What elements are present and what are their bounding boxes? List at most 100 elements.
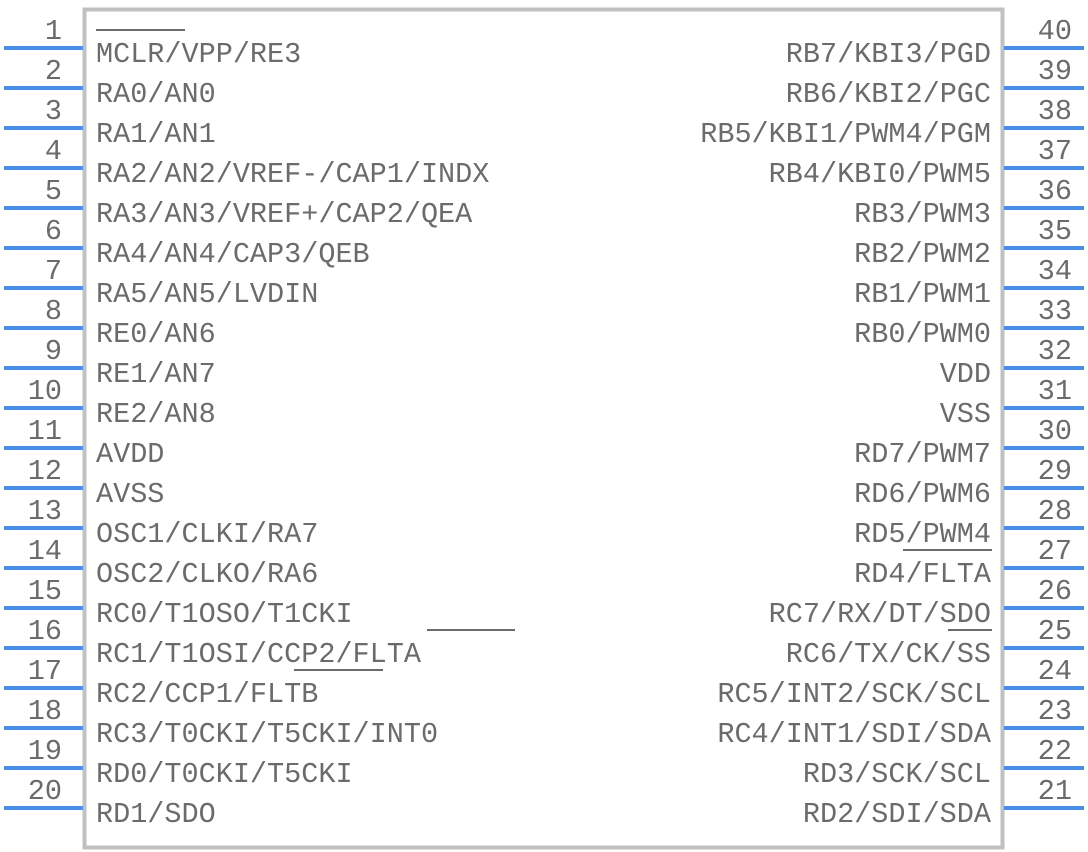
pin-number: 29: [1038, 455, 1072, 488]
pin-name: RB2/PWM2: [854, 238, 991, 271]
pin-name: RA3/AN3/VREF+/CAP2/QEA: [96, 198, 473, 231]
pin-name: RA4/AN4/CAP3/QEB: [96, 238, 370, 271]
pin-name: RB5/KBI1/PWM4/PGM: [700, 118, 991, 151]
pin-name: RB4/KBI0/PWM5: [769, 158, 991, 191]
pin-number: 22: [1038, 735, 1072, 768]
pin-name: RD7/PWM7: [854, 438, 991, 471]
pin-number: 1: [45, 15, 62, 48]
pin-name: RD0/T0CKI/T5CKI: [96, 758, 353, 791]
pin-name: RA1/AN1: [96, 118, 216, 151]
pin-name: MCLR/VPP/RE3: [96, 38, 301, 71]
pin-number: 13: [28, 495, 62, 528]
pin-name: OSC1/CLKI/RA7: [96, 518, 318, 551]
pin-number: 37: [1038, 135, 1072, 168]
pin-number: 36: [1038, 175, 1072, 208]
pin-name: RC7/RX/DT/SDO: [769, 598, 991, 631]
pin-number: 39: [1038, 55, 1072, 88]
pin-number: 33: [1038, 295, 1072, 328]
overline-marks: [96, 29, 992, 671]
pin-number: 5: [45, 175, 62, 208]
pin-name: RE2/AN8: [96, 398, 216, 431]
pin-number: 24: [1038, 655, 1072, 688]
pin-number: 14: [28, 535, 62, 568]
pin-name: RA2/AN2/VREF-/CAP1/INDX: [96, 158, 489, 191]
pin-number: 15: [28, 575, 62, 608]
pin-number: 20: [28, 775, 62, 808]
pin-number: 23: [1038, 695, 1072, 728]
pin-name: RB7/KBI3/PGD: [786, 38, 991, 71]
pin-name: RC1/T1OSI/CCP2/FLTA: [96, 638, 422, 671]
pin-name: RC4/INT1/SDI/SDA: [717, 718, 992, 751]
pin-name: RC0/T1OSO/T1CKI: [96, 598, 353, 631]
right-pins: 40RB7/KBI3/PGD39RB6/KBI2/PGC38RB5/KBI1/P…: [700, 15, 1084, 831]
pin-name: RA0/AN0: [96, 78, 216, 111]
pin-name: OSC2/CLKO/RA6: [96, 558, 318, 591]
pin-name: RB6/KBI2/PGC: [786, 78, 991, 111]
pin-number: 2: [45, 55, 62, 88]
pin-name: RD2/SDI/SDA: [803, 798, 992, 831]
left-pins: 1MCLR/VPP/RE32RA0/AN03RA1/AN14RA2/AN2/VR…: [4, 15, 489, 831]
pin-name: RC3/T0CKI/T5CKI/INT0: [96, 718, 438, 751]
pin-name: RD1/SDO: [96, 798, 216, 831]
pin-number: 17: [28, 655, 62, 688]
pin-number: 19: [28, 735, 62, 768]
pin-number: 11: [28, 415, 62, 448]
pin-name: RD6/PWM6: [854, 478, 991, 511]
pin-name: RC2/CCP1/FLTB: [96, 678, 318, 711]
pin-number: 7: [45, 255, 62, 288]
pin-number: 35: [1038, 215, 1072, 248]
pin-name: RB1/PWM1: [854, 278, 991, 311]
pin-number: 30: [1038, 415, 1072, 448]
pin-number: 25: [1038, 615, 1072, 648]
pin-number: 4: [45, 135, 62, 168]
pin-name: RE0/AN6: [96, 318, 216, 351]
pin-name: RD5/PWM4: [854, 518, 991, 551]
pin-name: RD3/SCK/SCL: [803, 758, 991, 791]
pin-number: 26: [1038, 575, 1072, 608]
pin-name: VDD: [940, 358, 991, 391]
pin-name: RE1/AN7: [96, 358, 216, 391]
pin-number: 34: [1038, 255, 1072, 288]
pin-number: 31: [1038, 375, 1072, 408]
pin-name: RD4/FLTA: [854, 558, 992, 591]
pin-name: RB0/PWM0: [854, 318, 991, 351]
pin-number: 28: [1038, 495, 1072, 528]
pin-name: RC5/INT2/SCK/SCL: [717, 678, 991, 711]
